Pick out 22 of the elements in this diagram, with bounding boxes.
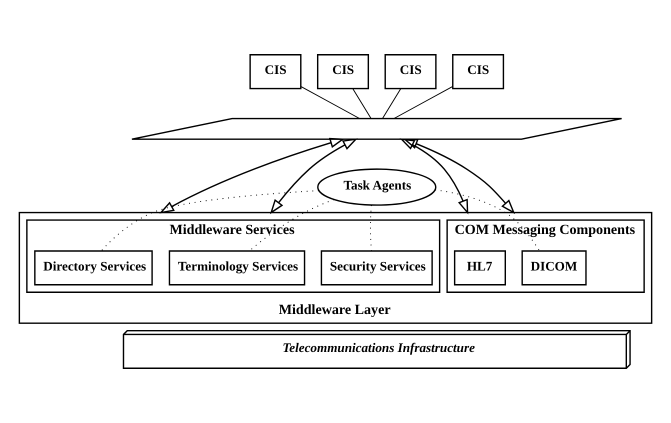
connector [248,199,334,252]
node-box: Directory Services [34,250,153,286]
node-bar [131,118,622,140]
node-box: CIS [452,54,504,90]
node-box: HL7 [454,250,506,286]
node-box: Security Services [320,250,433,286]
node-box: DICOM [521,250,587,286]
arrow [400,138,468,214]
connector [352,88,372,119]
arrow [270,138,358,214]
arrow [402,138,516,214]
connector [382,88,402,119]
node-box: CIS [384,54,437,90]
connector [100,190,320,252]
arrow [159,138,345,214]
connector [300,86,360,119]
node-ellipse: Task Agents [317,168,436,206]
node-box: Terminology Services [168,250,306,286]
node-box: CIS [249,54,302,90]
connector [434,189,540,252]
node-box: CIS [316,54,370,90]
connector [394,86,453,119]
